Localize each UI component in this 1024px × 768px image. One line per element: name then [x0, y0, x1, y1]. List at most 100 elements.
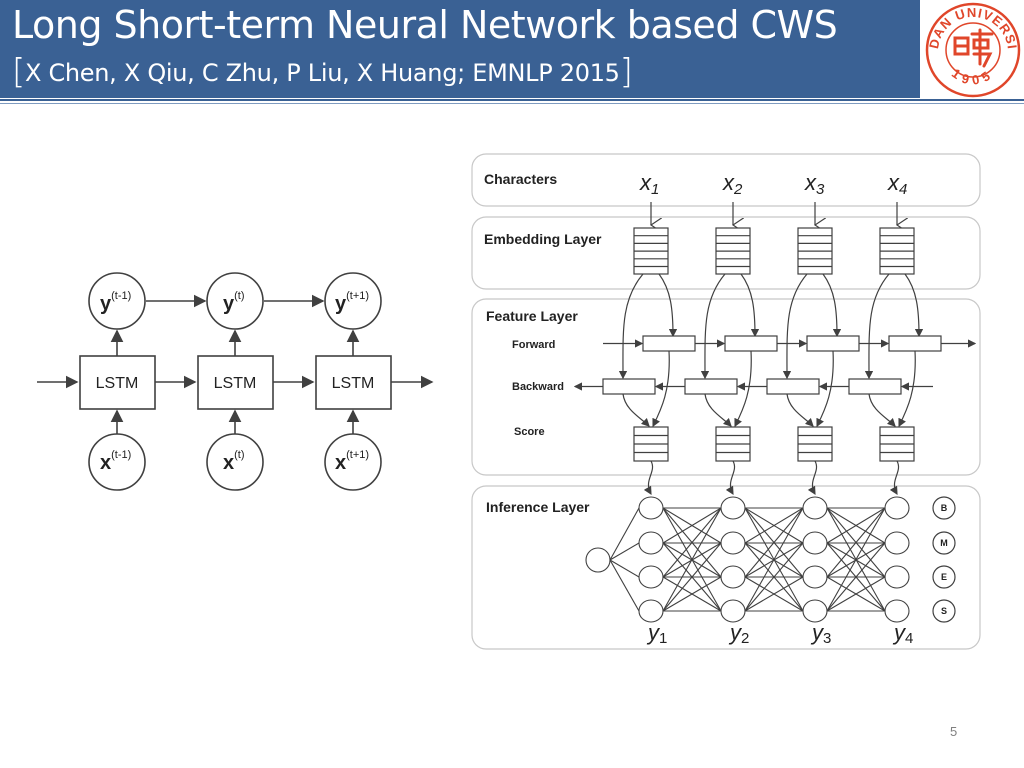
- embedding-to-backward-arrow: [618, 273, 644, 380]
- transition-edge: [826, 507, 886, 612]
- embedding-to-backward-arrow: [700, 273, 726, 380]
- score-to-inference-arrow: [725, 460, 736, 496]
- tag-legend-label: M: [940, 538, 948, 548]
- output-label: y(t+1): [335, 290, 369, 315]
- slide-title: Long Short-term Neural Network based CWS: [12, 3, 838, 47]
- output-label: y(t-1): [100, 290, 131, 315]
- tag-output-label: y2: [728, 620, 749, 647]
- tag-state-node: [638, 565, 664, 589]
- tag-state-node: [638, 496, 664, 520]
- embedding-to-forward-arrow: [904, 273, 924, 338]
- tag-state-node: [638, 531, 664, 555]
- input-node: [324, 433, 382, 491]
- header-divider: [0, 99, 1024, 101]
- backward-to-score-arrow: [704, 393, 732, 427]
- transition-edge: [826, 542, 886, 612]
- transition-edge: [744, 507, 804, 578]
- embedding-to-forward-arrow: [658, 273, 678, 338]
- forward-lstm-unit: [806, 335, 860, 352]
- lstm-cell-label: LSTM: [214, 375, 257, 392]
- tag-legend-node: [932, 496, 956, 520]
- transition-edge: [609, 559, 640, 578]
- tag-output-label: y4: [892, 620, 913, 647]
- tag-state-node: [884, 496, 910, 520]
- header-divider-thin: [0, 103, 1024, 104]
- tag-state-node: [802, 496, 828, 520]
- backward-to-score-arrow: [786, 393, 814, 427]
- lstm-cell: [197, 355, 274, 410]
- characters-label: Characters: [484, 171, 557, 187]
- tag-state-node: [802, 531, 828, 555]
- citation-text: X Chen, X Qiu, C Zhu, P Liu, X Huang; EM…: [24, 59, 620, 87]
- inference-network: [585, 496, 910, 623]
- tag-output-label: y3: [810, 620, 831, 647]
- transition-edge: [662, 507, 722, 544]
- start-node: [585, 547, 611, 573]
- seal-top-text: FUDAN UNIVERSITY: [922, 0, 1020, 50]
- tag-state-node: [884, 565, 910, 589]
- inference-layer-label: Inference Layer: [486, 499, 590, 515]
- character-input-label: x4: [887, 170, 907, 198]
- input-label: x(t+1): [335, 449, 369, 474]
- score-to-inference-arrow: [889, 460, 900, 496]
- score-to-inference-arrow: [643, 460, 654, 496]
- tag-state-node: [638, 599, 664, 623]
- tag-output-label: y1: [646, 620, 667, 647]
- tag-state-node: [720, 496, 746, 520]
- tag-legend-label: S: [941, 606, 947, 616]
- tag-state-node: [884, 599, 910, 623]
- cws-columns: [573, 202, 977, 496]
- characters-panel: [471, 153, 981, 207]
- cws-architecture-diagram: Characters Embedding Layer Feature Layer…: [471, 153, 981, 650]
- citation-open-bracket: [: [12, 52, 25, 92]
- lstm-cell: [315, 355, 392, 410]
- tag-state-node: [884, 531, 910, 555]
- tag-state-node: [720, 531, 746, 555]
- lstm-cell-label: LSTM: [96, 375, 139, 392]
- backward-lstm-unit: [684, 378, 738, 395]
- backward-lstm-unit: [848, 378, 902, 395]
- input-label: x(t-1): [100, 449, 131, 474]
- tag-legend-label: E: [941, 572, 947, 582]
- slide-header: Long Short-term Neural Network based CWS…: [0, 0, 920, 98]
- fudan-university-logo: FUDAN UNIVERSITY 1905: [917, 0, 1024, 99]
- tag-legend-node: [932, 531, 956, 555]
- seal-year: 1905: [949, 66, 997, 88]
- score-to-inference-arrow: [807, 460, 818, 496]
- transition-edge: [609, 559, 640, 612]
- output-node: [324, 272, 382, 330]
- forward-to-score-arrow: [816, 350, 834, 428]
- character-input-label: x3: [804, 170, 825, 198]
- input-label: x(t): [223, 449, 245, 474]
- backward-to-score-arrow: [622, 393, 650, 427]
- transition-edge: [744, 507, 804, 544]
- lstm-cell: [79, 355, 156, 410]
- embedding-to-backward-arrow: [864, 273, 890, 380]
- output-node: [88, 272, 146, 330]
- page-number: 5: [950, 724, 958, 739]
- transition-edge: [744, 507, 804, 612]
- citation-close-bracket: ]: [619, 52, 633, 92]
- tag-state-node: [720, 565, 746, 589]
- feature-layer-label: Feature Layer: [486, 308, 578, 324]
- forward-to-score-arrow: [652, 350, 670, 428]
- backward-to-score-arrow: [868, 393, 896, 427]
- lstm-chain-diagram: LSTM LSTM LSTM y(t-1) y(t) y(t+1) x(t-1)…: [37, 272, 434, 491]
- transition-edge: [609, 507, 640, 561]
- backward-lstm-unit: [766, 378, 820, 395]
- transition-edge: [744, 576, 804, 612]
- transition-edge: [609, 542, 640, 561]
- university-seal-icon: FUDAN UNIVERSITY 1905: [917, 0, 1021, 98]
- forward-to-score-arrow: [898, 350, 916, 428]
- character-input-label: x1: [639, 170, 659, 198]
- embedding-to-forward-arrow: [822, 273, 842, 338]
- input-node: [88, 433, 146, 491]
- tag-state-node: [802, 599, 828, 623]
- tag-legend-node: [932, 599, 956, 623]
- transition-edge: [826, 507, 886, 578]
- character-input-label: x2: [722, 170, 743, 198]
- input-node: [206, 433, 264, 491]
- tag-legend-node: [932, 565, 956, 589]
- lstm-cell-label: LSTM: [332, 375, 375, 392]
- forward-label: Forward: [512, 339, 555, 351]
